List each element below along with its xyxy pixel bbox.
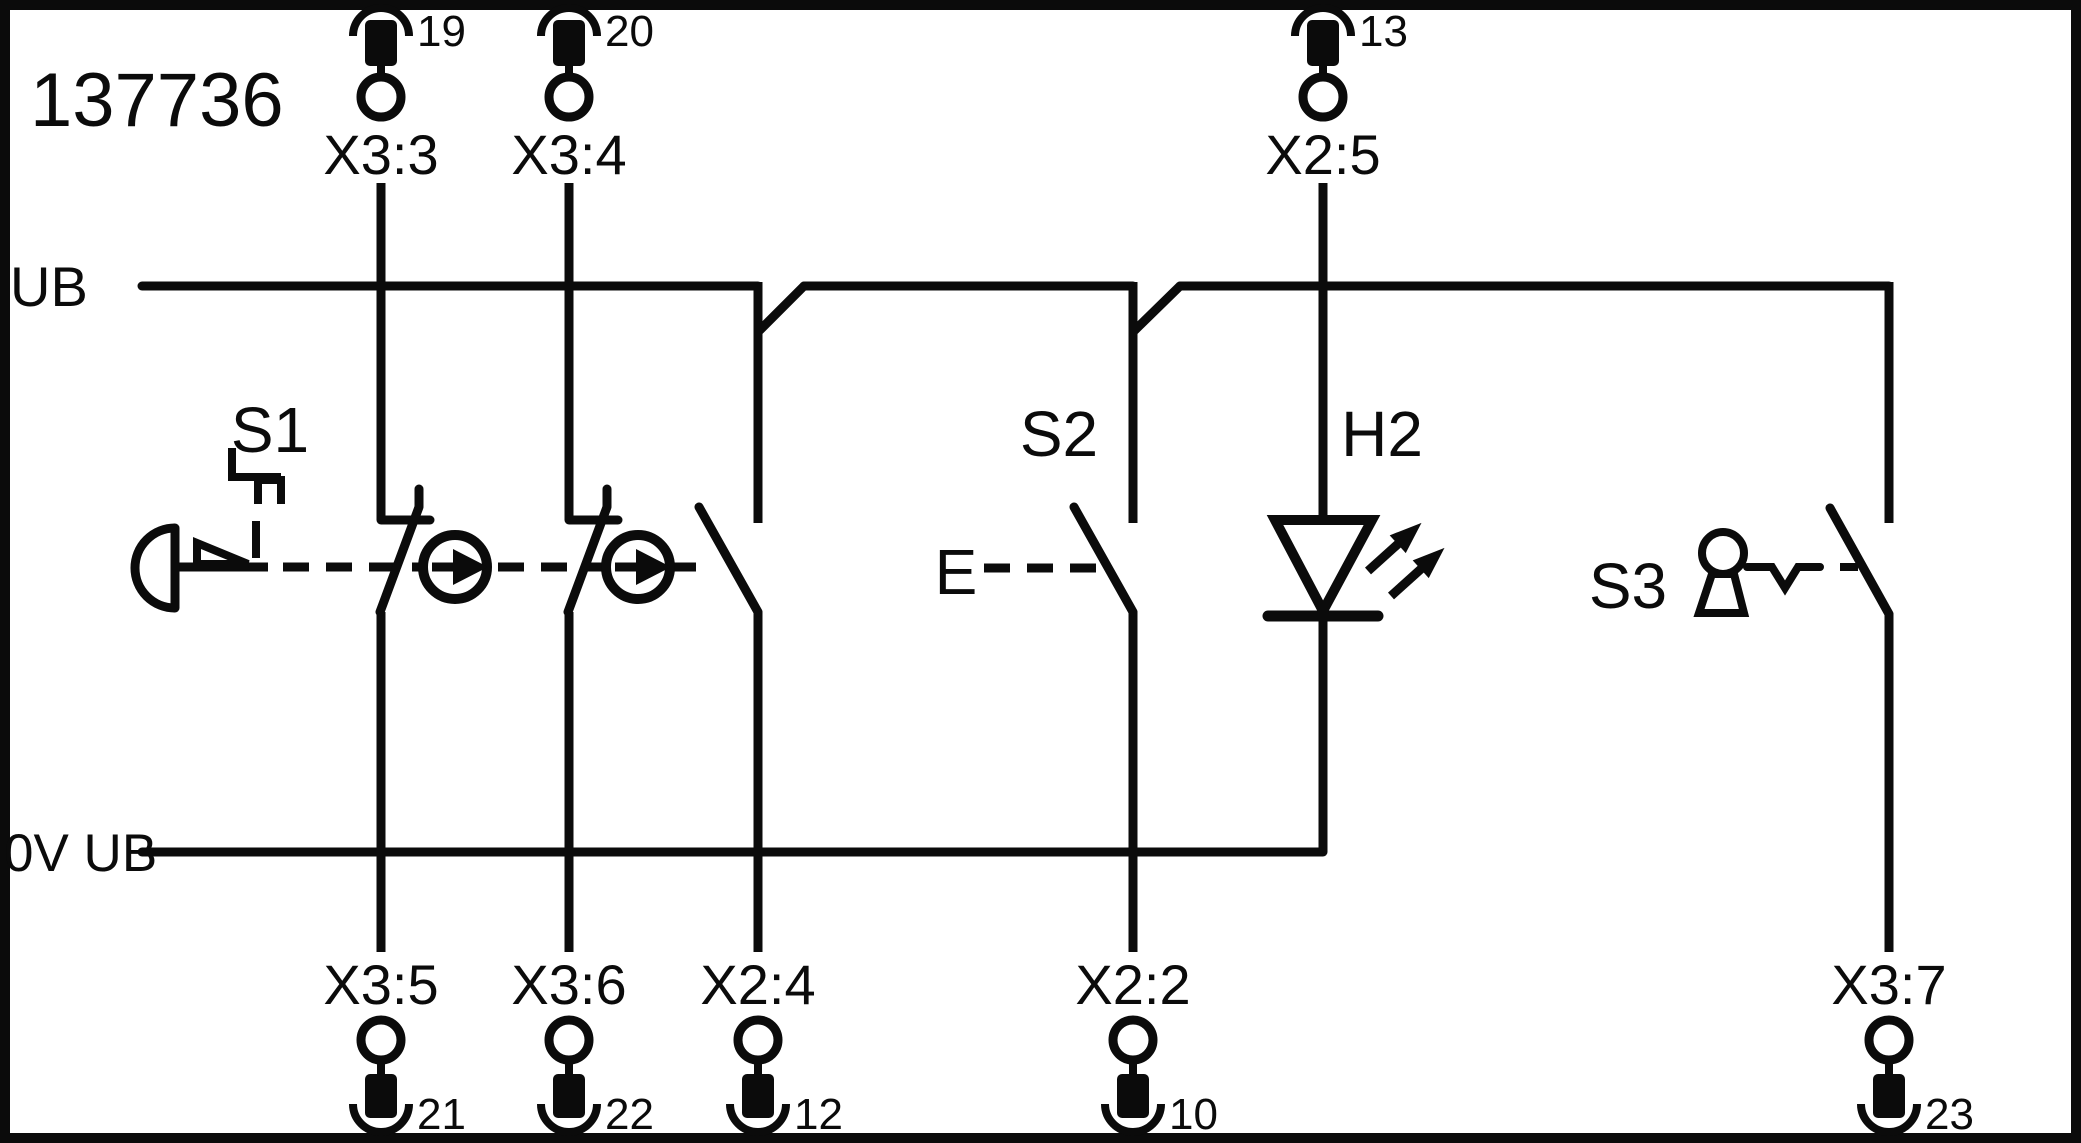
plug-pin-icon [365, 1074, 397, 1118]
arrow-head-2 [636, 549, 671, 585]
terminal-circle-icon [544, 1015, 594, 1065]
s3-no-contact-blade [1825, 503, 1894, 619]
terminal-label: X3:3 [323, 123, 438, 186]
ub-bus-break-2 [1128, 281, 1185, 337]
ub-bus: UB [10, 255, 1894, 337]
pin-number: 10 [1169, 1090, 1218, 1139]
s2-no-contact-blade [1069, 502, 1138, 617]
key-icon [1693, 528, 1750, 617]
s1-nc-contact-1-blade [375, 484, 424, 617]
plug-arc-icon [1101, 1103, 1165, 1136]
key-body [1693, 570, 1750, 617]
arrow-head-1 [453, 549, 488, 585]
pin-number: 20 [605, 7, 654, 56]
mushroom-cap [130, 523, 176, 613]
pin-number: 13 [1359, 7, 1408, 56]
plug-arc-icon [537, 1103, 601, 1136]
led-light-arrow-1 [1364, 522, 1422, 575]
top-terminal-x2-5: 13 X2:5 [1265, 4, 1408, 186]
plug-arc-icon [537, 4, 601, 37]
s1-switch: S1 [130, 394, 763, 617]
terminal-label: X3:7 [1831, 953, 1946, 1016]
pin-number: 23 [1925, 1090, 1974, 1139]
zerov-ub-bus-label: 0V UB [4, 824, 157, 883]
s1-nc-contact-2-blade [563, 484, 612, 617]
ub-bus-label: UB [10, 255, 88, 318]
plug-pin-icon [553, 1074, 585, 1118]
plug-arc-icon [1291, 4, 1355, 37]
s2-label: S2 [1020, 398, 1098, 470]
led-triangle-icon [1266, 515, 1381, 622]
h2-indicator: H2 [1262, 398, 1445, 622]
plug-pin-icon [553, 20, 585, 66]
bottom-terminal-x2-2: X2:2 10 [1075, 953, 1218, 1139]
positive-opening-icon-2 [601, 530, 675, 604]
terminal-label: X3:4 [511, 123, 626, 186]
s1-label: S1 [231, 394, 309, 466]
pin-number: 12 [794, 1090, 843, 1139]
terminal-circle-icon [1864, 1015, 1914, 1065]
plug-pin-icon [365, 20, 397, 66]
positive-opening-icon-1 [418, 530, 492, 604]
plug-arc-icon [1857, 1103, 1921, 1136]
zerov-ub-bus: 0V UB [4, 824, 1328, 883]
s3-mechanical-link [1743, 563, 1824, 596]
led-light-arrow-2 [1387, 547, 1445, 600]
terminal-label: X2:5 [1265, 123, 1380, 186]
terminal-label: X3:6 [511, 953, 626, 1016]
top-terminal-x3-4: 20 X3:4 [511, 4, 654, 186]
terminal-label: X2:4 [700, 953, 815, 1016]
plug-arc-icon [349, 4, 413, 37]
s2-switch: S2 E [935, 398, 1138, 617]
key-ring [1698, 528, 1748, 578]
mushroom-button-icon [130, 523, 268, 613]
bottom-terminal-x2-4: X2:4 12 [700, 953, 843, 1139]
terminal-label: X3:5 [323, 953, 438, 1016]
terminal-circle-icon [544, 72, 594, 122]
s2-actuator-label: E [935, 536, 978, 608]
terminal-circle-icon [1298, 72, 1348, 122]
bottom-terminal-x3-7: X3:7 23 [1831, 953, 1974, 1139]
pin-number: 22 [605, 1090, 654, 1139]
diagram-number: 137736 [30, 58, 284, 143]
plug-pin-icon [1307, 20, 1339, 66]
latch-icon [228, 448, 285, 558]
pin-number: 21 [417, 1090, 466, 1139]
terminal-circle-icon [733, 1015, 783, 1065]
terminal-circle-icon [1108, 1015, 1158, 1065]
plug-arc-icon [349, 1103, 413, 1136]
terminal-label: X2:2 [1075, 953, 1190, 1016]
pin-number: 19 [417, 7, 466, 56]
s1-contacts [375, 484, 763, 617]
plug-pin-icon [1873, 1074, 1905, 1118]
latch-notch [254, 476, 285, 504]
plug-arc-icon [726, 1103, 790, 1136]
s1-no-contact-blade [694, 502, 763, 617]
plug-pin-icon [742, 1074, 774, 1118]
terminal-circle-icon [356, 72, 406, 122]
h2-label: H2 [1341, 398, 1423, 470]
wires [376, 183, 1894, 952]
ub-bus-break-1 [753, 281, 809, 337]
top-terminal-x3-3: 19 X3:3 [323, 4, 466, 186]
bottom-terminal-x3-6: X3:6 22 [511, 953, 654, 1139]
s3-switch: S3 [1589, 503, 1894, 622]
s3-label: S3 [1589, 550, 1667, 622]
wedge-icon [193, 537, 250, 568]
terminal-circle-icon [356, 1015, 406, 1065]
plug-pin-icon [1117, 1074, 1149, 1118]
bottom-terminal-x3-5: X3:5 21 [323, 953, 466, 1139]
